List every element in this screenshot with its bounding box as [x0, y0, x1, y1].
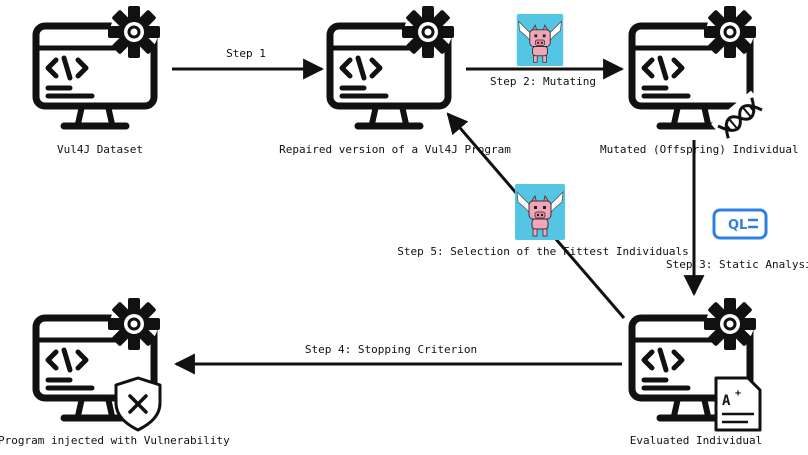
node-vul4j-dataset: Vul4J Dataset — [36, 6, 160, 156]
edge-step5-label: Step 5: Selection of the Fittest Individ… — [397, 245, 688, 258]
node-label: Repaired version of a Vul4J Program — [279, 143, 511, 156]
node-mutated-individual: Mutated (Offspring) Individual — [600, 6, 799, 156]
edge-step1-label: Step 1 — [226, 47, 266, 60]
flying-pig-icon — [514, 183, 566, 241]
shield-x-icon — [114, 376, 162, 432]
dna-icon — [711, 90, 769, 146]
node-label: Mutated (Offspring) Individual — [600, 143, 799, 156]
node-vulnerable-program: Program injected with Vulnerability — [0, 298, 230, 447]
node-label: Vul4J Dataset — [57, 143, 143, 156]
computer-gear-icon — [36, 6, 160, 126]
svg-text:A: A — [722, 393, 731, 409]
edge-step4-label: Step 4: Stopping Criterion — [305, 343, 477, 356]
graded-document-icon: A + — [714, 376, 762, 432]
edge-step2-label: Step 2: Mutating — [490, 75, 596, 88]
computer-gear-icon — [330, 6, 454, 126]
node-evaluated-individual: A + Evaluated Individual — [630, 298, 762, 447]
flying-pig-icon — [516, 13, 564, 67]
node-label: Program injected with Vulnerability — [0, 434, 230, 447]
node-label: Evaluated Individual — [630, 434, 762, 447]
svg-text:+: + — [735, 388, 741, 399]
codeql-icon: QL — [712, 208, 768, 240]
node-repaired-program: Repaired version of a Vul4J Program — [279, 6, 511, 156]
svg-text:QL: QL — [728, 218, 747, 233]
edge-step3-label: Step 3: Static Analysis — [666, 258, 808, 271]
